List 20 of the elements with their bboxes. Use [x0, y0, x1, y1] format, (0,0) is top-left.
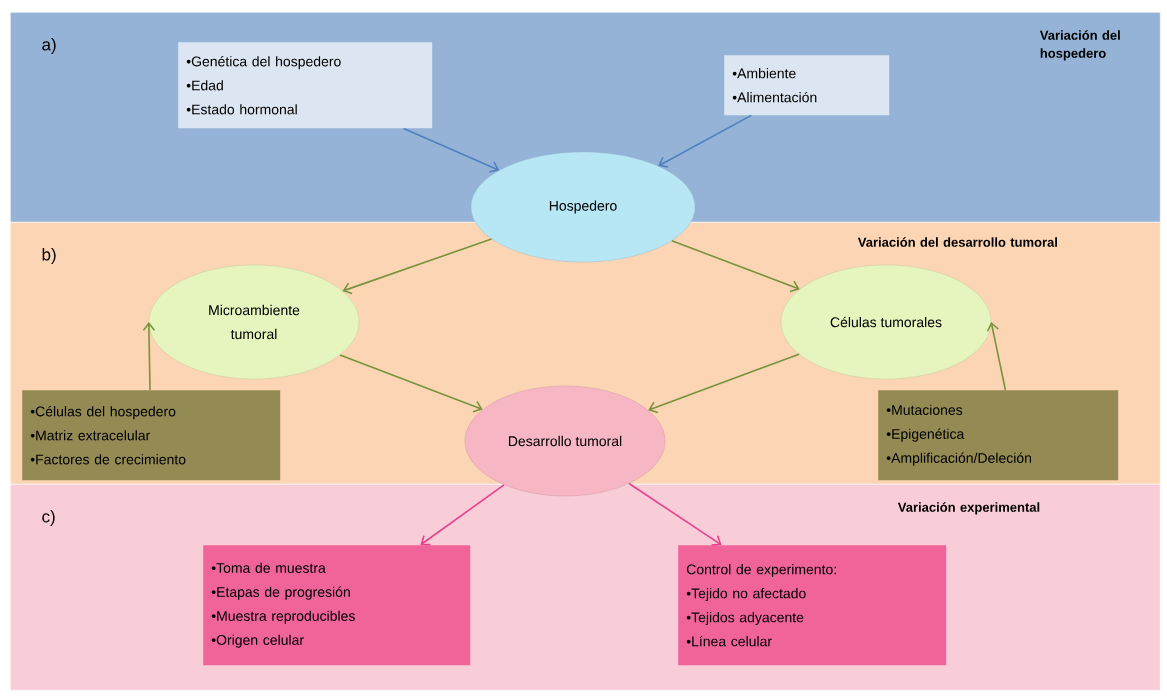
arrow	[420, 484, 505, 546]
ellipse-node: Células tumorales	[780, 264, 992, 380]
list-box: •Ambiente •Alimentación	[724, 55, 890, 116]
list-box: •Genética del hospedero •Edad •Estado hormonal	[178, 42, 433, 129]
arrow	[142, 322, 156, 391]
arrow	[339, 354, 483, 413]
arrow	[986, 322, 1007, 391]
arrow	[671, 239, 800, 293]
list-box: •Toma de muestra •Etapas de progresión •Muestra reproducibles •Origen celular	[203, 545, 471, 666]
ellipse-node: Hospedero	[470, 151, 696, 263]
arrow	[648, 353, 800, 414]
arrow	[402, 127, 500, 173]
list-box: •Células del hospedero •Matriz extracelular •Factores de crecimiento	[22, 390, 281, 481]
list-box: Control de experimento: •Tejido no afectado •Tejidos adyacente •Línea celular	[678, 545, 947, 666]
ellipse-node: Microambiente tumoral	[148, 264, 360, 380]
list-box: •Mutaciones •Epigenética •Amplificación/Deleción	[878, 390, 1119, 481]
arrow	[658, 114, 753, 168]
arrow	[342, 238, 493, 295]
arrow	[628, 482, 722, 546]
ellipse-node: Desarrollo tumoral	[464, 385, 666, 497]
